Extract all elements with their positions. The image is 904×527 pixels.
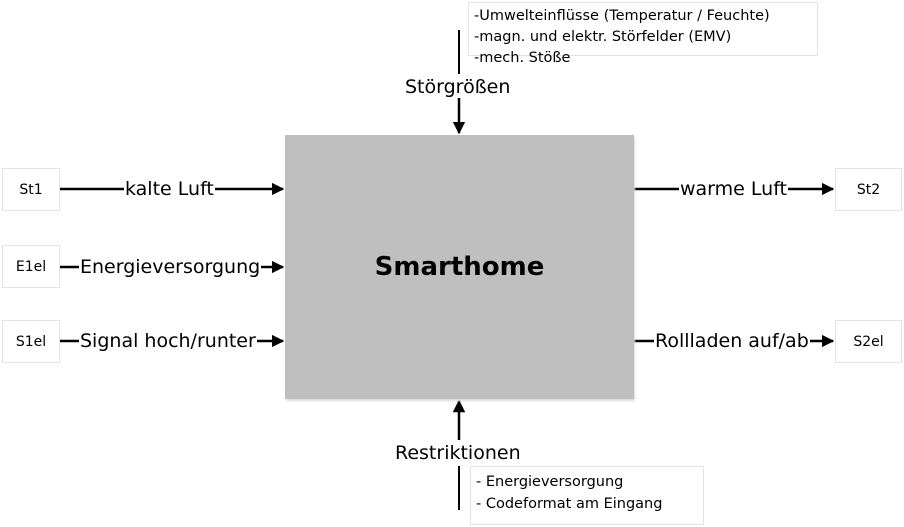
system-box: Smarthome (285, 135, 634, 399)
output-label-rollladen: Rollladen auf/ab (654, 330, 810, 352)
system-title: Smarthome (374, 252, 545, 282)
input-label-signal: Signal hoch/runter (79, 330, 257, 352)
disturbance-item: -Umwelteinflüsse (Temperatur / Feuchte) (474, 8, 770, 24)
output-label-warme-luft: warme Luft (679, 178, 788, 200)
input-label-energieversorgung: Energieversorgung (79, 256, 262, 278)
input-id: S1el (15, 333, 47, 350)
input-box-st1: St1 (2, 168, 60, 211)
output-box-s2el: S2el (835, 320, 902, 363)
output-id: S2el (853, 333, 884, 350)
restriction-label: Restriktionen (394, 442, 522, 464)
disturbance-item: -magn. und elektr. Störfelder (EMV) (474, 29, 732, 45)
disturbance-item: -mech. Stöße (474, 50, 571, 66)
input-id: St1 (19, 181, 43, 198)
input-label-kalte-luft: kalte Luft (124, 178, 215, 200)
input-id: E1el (15, 258, 47, 275)
disturbance-list: -Umwelteinflüsse (Temperatur / Feuchte) … (468, 2, 818, 66)
output-box-st2: St2 (835, 168, 902, 211)
input-box-s1el: S1el (2, 320, 60, 363)
restriction-list: - Energieversorgung - Codeformat am Eing… (470, 466, 704, 525)
restriction-item: - Energieversorgung (476, 474, 624, 490)
restriction-item: - Codeformat am Eingang (476, 496, 663, 512)
output-id: St2 (856, 181, 881, 198)
disturbance-label: Störgrößen (404, 76, 512, 98)
input-box-e1el: E1el (2, 245, 60, 288)
